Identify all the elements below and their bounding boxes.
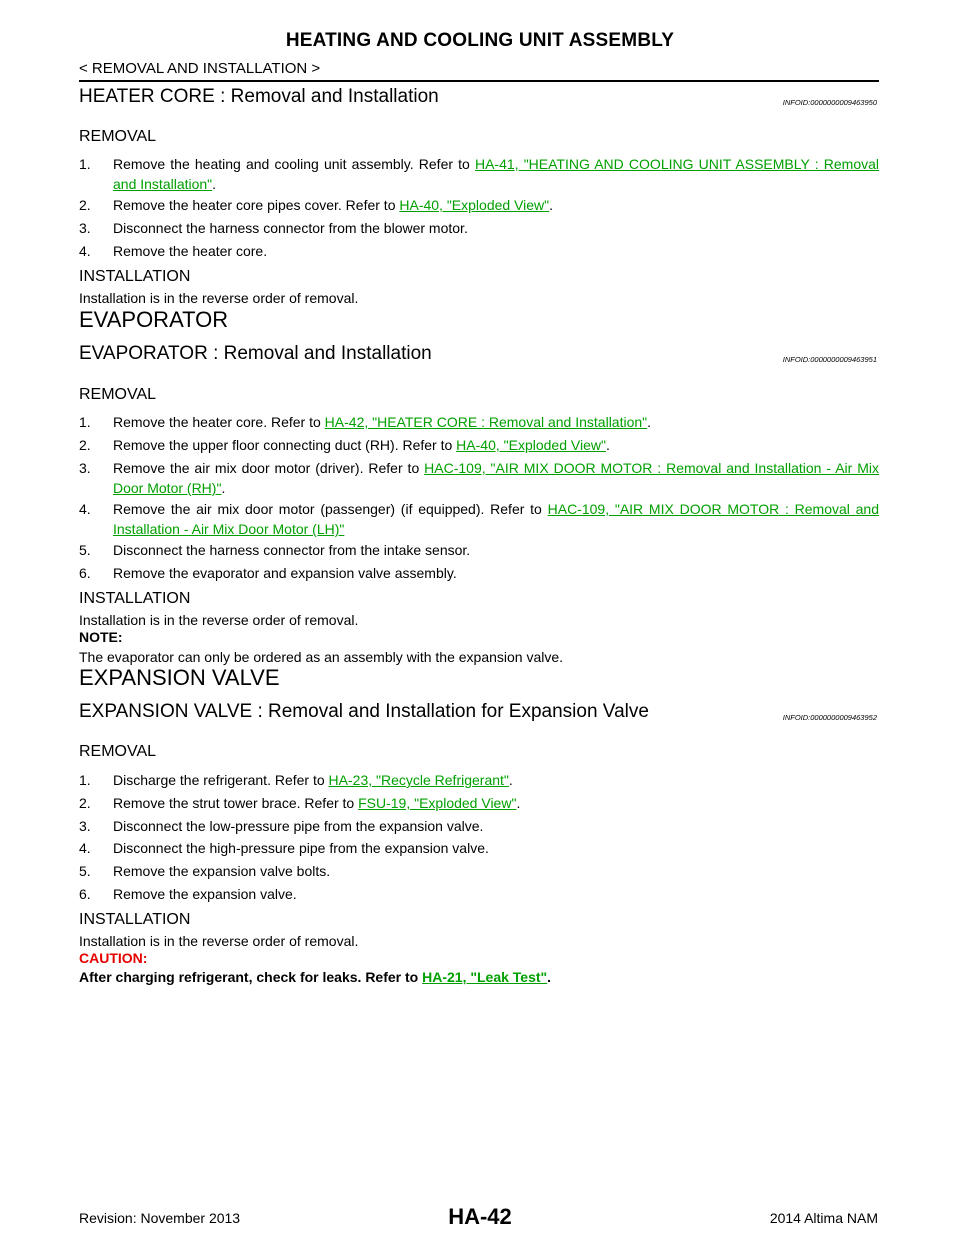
step-number: 2. — [79, 197, 91, 213]
step-text: Disconnect the low-pressure pipe from th… — [113, 818, 484, 834]
step-text: Remove the heater core. — [113, 243, 268, 259]
step-number: 1. — [79, 156, 91, 172]
step-number: 5. — [79, 863, 91, 879]
step-number: 3. — [79, 460, 91, 476]
step-number: 6. — [79, 886, 91, 902]
header-rule — [79, 80, 879, 82]
note-text: The evaporator can only be ordered as an… — [79, 649, 564, 665]
heater-core-step-2: 2. Remove the heater core pipes cover. R… — [79, 195, 879, 215]
step-text: Remove the air mix door motor (passenger… — [113, 501, 548, 517]
heater-core-step-4: 4. Remove the heater core. — [79, 241, 879, 261]
step-number: 1. — [79, 414, 91, 430]
expansion-valve-step-1: 1. Discharge the refrigerant. Refer to H… — [79, 770, 879, 790]
reference-link[interactable]: FSU-19, "Exploded View" — [358, 795, 517, 811]
step-text-end: . — [605, 437, 610, 453]
step-text-end: . — [647, 414, 652, 430]
reference-link[interactable]: HA-41, "HEATING AND COOLING UNIT ASSEMBL… — [113, 156, 880, 192]
step-number: 5. — [79, 542, 91, 558]
step-text: Remove the expansion valve. — [113, 886, 297, 902]
step-number: 6. — [79, 565, 91, 581]
evaporator-step-1: 1. Remove the heater core. Refer to HA-4… — [79, 412, 879, 432]
evaporator-installation-text: Installation is in the reverse order of … — [79, 612, 359, 628]
step-text: Remove the heater core pipes cover. Refe… — [113, 197, 400, 213]
heater-core-removal-label: REMOVAL — [79, 128, 157, 145]
heater-core-installation-text: Installation is in the reverse order of … — [79, 290, 359, 306]
step-text-end: . — [508, 772, 513, 788]
expansion-valve-section-title: EXPANSION VALVE — [79, 665, 280, 690]
expansion-valve-installation-text: Installation is in the reverse order of … — [79, 933, 359, 949]
reference-link[interactable]: HAC-109, "AIR MIX DOOR MOTOR : Removal a… — [113, 460, 879, 496]
expansion-valve-step-3: 3. Disconnect the low-pressure pipe from… — [79, 816, 879, 836]
evaporator-step-5: 5. Disconnect the harness connector from… — [79, 540, 879, 560]
step-number: 4. — [79, 840, 91, 856]
reference-link[interactable]: HA-42, "HEATER CORE : Removal and Instal… — [324, 414, 648, 430]
step-text: Remove the upper floor connecting duct (… — [113, 437, 457, 453]
evaporator-section-title: EVAPORATOR — [79, 307, 229, 332]
step-text: Disconnect the high-pressure pipe from t… — [113, 840, 489, 856]
page-number: HA-42 — [448, 1204, 512, 1229]
step-text: Remove the heater core. Refer to — [113, 414, 325, 430]
expansion-valve-infoid: INFOID:0000000009463952 — [782, 713, 877, 722]
step-text: Remove the heating and cooling unit asse… — [113, 156, 475, 172]
step-number: 4. — [79, 243, 91, 259]
step-number: 2. — [79, 437, 91, 453]
evaporator-step-4: 4. Remove the air mix door motor (passen… — [79, 499, 879, 539]
evaporator-step-6: 6. Remove the evaporator and expansion v… — [79, 563, 879, 583]
evaporator-heading: EVAPORATOR : Removal and Installation — [79, 343, 432, 364]
expansion-valve-step-5: 5. Remove the expansion valve bolts. — [79, 861, 879, 881]
note-label: NOTE: — [79, 629, 123, 645]
step-text: Remove the air mix door motor (driver). … — [113, 460, 425, 476]
step-number: 4. — [79, 501, 91, 517]
revision-date: Revision: November 2013 — [79, 1210, 241, 1226]
step-text-end: . — [212, 176, 217, 192]
heater-core-heading: HEATER CORE : Removal and Installation — [79, 86, 439, 107]
step-text: Discharge the refrigerant. Refer to — [113, 772, 329, 788]
reference-link[interactable]: HA-23, "Recycle Refrigerant" — [328, 772, 509, 788]
caution-text-end: . — [547, 969, 552, 985]
step-number: 3. — [79, 220, 91, 236]
step-text: Remove the strut tower brace. Refer to — [113, 795, 359, 811]
expansion-valve-heading: EXPANSION VALVE : Removal and Installati… — [79, 701, 649, 722]
expansion-valve-installation-label: INSTALLATION — [79, 911, 191, 928]
step-text: Remove the evaporator and expansion valv… — [113, 565, 457, 581]
caution-text-lead: After charging refrigerant, check for le… — [79, 969, 423, 985]
reference-link[interactable]: HA-40, "Exploded View" — [456, 437, 606, 453]
model-name: 2014 Altima NAM — [769, 1210, 878, 1226]
expansion-valve-step-6: 6. Remove the expansion valve. — [79, 884, 879, 904]
step-text-end: . — [221, 480, 226, 496]
heater-core-infoid: INFOID:0000000009463950 — [782, 98, 877, 107]
step-number: 2. — [79, 795, 91, 811]
step-number: 3. — [79, 818, 91, 834]
evaporator-step-3: 3. Remove the air mix door motor (driver… — [79, 458, 879, 498]
expansion-valve-removal-label: REMOVAL — [79, 743, 157, 760]
page-title: HEATING AND COOLING UNIT ASSEMBLY — [285, 30, 675, 51]
evaporator-infoid: INFOID:0000000009463951 — [782, 355, 877, 364]
reference-link[interactable]: HA-21, "Leak Test" — [422, 969, 548, 985]
heater-core-step-1: 1. Remove the heating and cooling unit a… — [79, 154, 879, 194]
reference-link[interactable]: HA-40, "Exploded View" — [399, 197, 550, 213]
step-text-end: . — [516, 795, 521, 811]
step-text: Disconnect the harness connector from th… — [113, 542, 471, 558]
caution-label: CAUTION: — [79, 950, 148, 966]
evaporator-installation-label: INSTALLATION — [79, 590, 191, 607]
heater-core-installation-label: INSTALLATION — [79, 268, 191, 285]
step-text-end: . — [549, 197, 554, 213]
step-number: 1. — [79, 772, 91, 788]
breadcrumb: < REMOVAL AND INSTALLATION > — [79, 60, 321, 77]
heater-core-step-3: 3. Disconnect the harness connector from… — [79, 218, 879, 238]
expansion-valve-step-2: 2. Remove the strut tower brace. Refer t… — [79, 793, 879, 813]
caution-text: After charging refrigerant, check for le… — [79, 968, 879, 987]
expansion-valve-step-4: 4. Disconnect the high-pressure pipe fro… — [79, 838, 879, 858]
step-text: Disconnect the harness connector from th… — [113, 220, 468, 236]
evaporator-step-2: 2. Remove the upper floor connecting duc… — [79, 435, 879, 455]
evaporator-removal-label: REMOVAL — [79, 386, 157, 403]
step-text: Remove the expansion valve bolts. — [113, 863, 331, 879]
reference-link[interactable]: HAC-109, "AIR MIX DOOR MOTOR : Removal a… — [113, 501, 880, 537]
